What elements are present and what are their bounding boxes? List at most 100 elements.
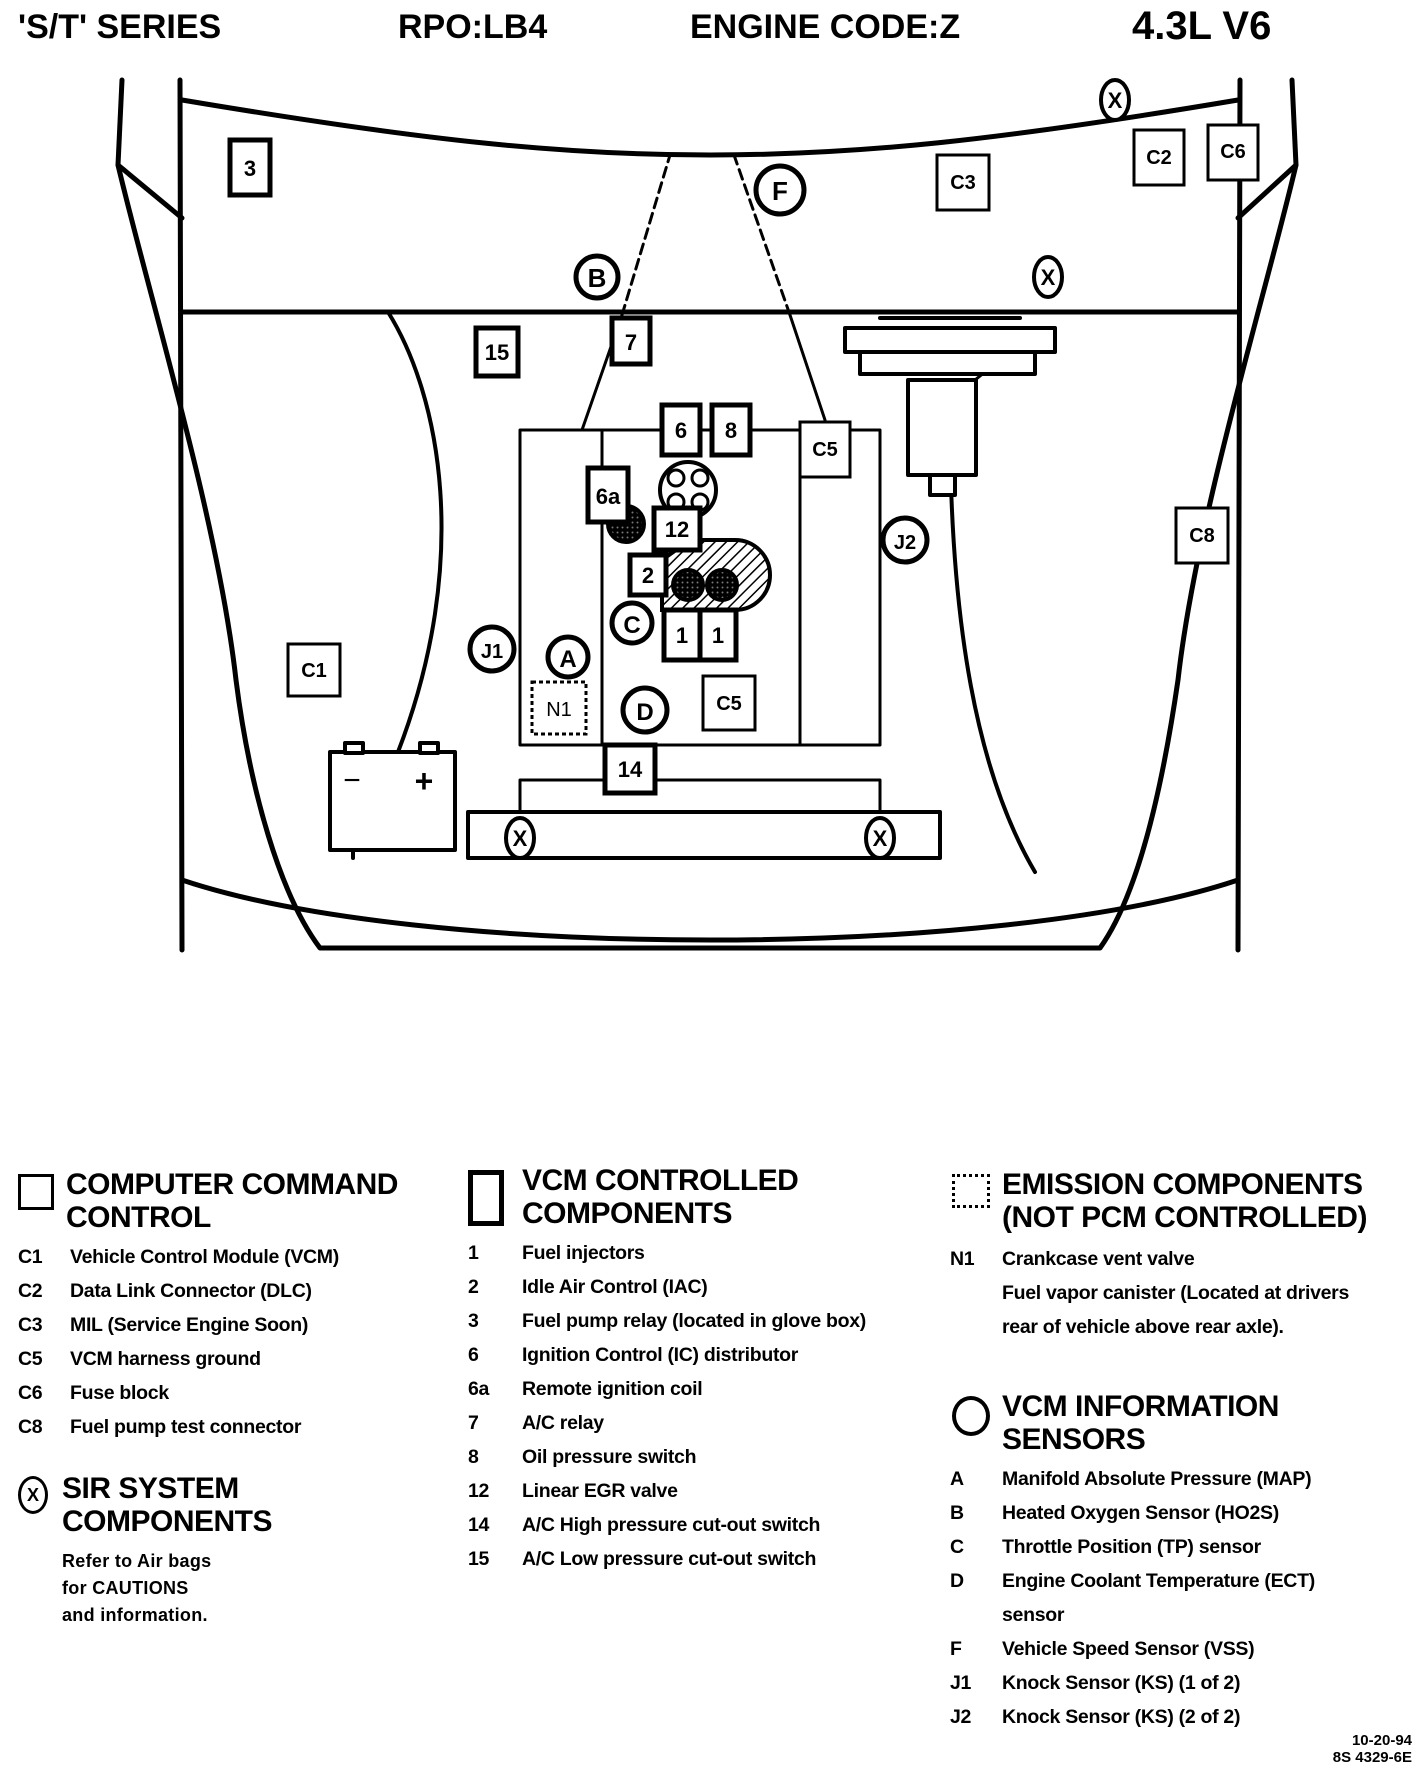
air-cleaner xyxy=(843,316,1057,497)
svg-text:8: 8 xyxy=(725,418,737,443)
left-harness-curve xyxy=(386,310,444,754)
sensor-j1-knock[interactable]: J1 xyxy=(467,624,517,674)
sir-marker-right[interactable]: X xyxy=(1032,255,1064,299)
dlc-c2-box[interactable]: C2 xyxy=(1132,128,1186,187)
svg-text:X: X xyxy=(1108,88,1123,113)
svg-text:C5: C5 xyxy=(716,693,742,715)
svg-text:D: D xyxy=(636,699,653,726)
svg-text:F: F xyxy=(772,176,788,206)
sensor-a-map[interactable]: A xyxy=(545,634,591,680)
linear-egr-valve-box[interactable]: 12 xyxy=(651,505,703,553)
crankcase-vent-n1-box[interactable]: N1 xyxy=(530,680,588,736)
engine-code: ENGINE CODE:Z xyxy=(690,8,961,46)
svg-text:15: 15 xyxy=(485,340,509,365)
sensor-b-ho2s[interactable]: B xyxy=(573,253,621,301)
circle-symbol-icon xyxy=(952,1396,990,1436)
right-harness-curve xyxy=(948,438,1037,874)
ac-relay-box[interactable]: 7 xyxy=(609,315,653,367)
ac-low-pressure-switch-box[interactable]: 15 xyxy=(473,325,521,379)
legend-sir: X SIR SYSTEM COMPONENTS Refer to Air bag… xyxy=(18,1472,358,1629)
list-item: rear of vehicle above rear axle). xyxy=(1002,1315,1284,1338)
mil-c3-box[interactable]: C3 xyxy=(935,153,991,212)
svg-text:B: B xyxy=(588,263,607,293)
document-number: 8S 4329-6E xyxy=(1332,1749,1412,1766)
fuel-injector-box-2[interactable]: 1 xyxy=(697,607,739,663)
vcm-ground-c5-upper-box[interactable]: C5 xyxy=(798,420,852,479)
list-item: sensor xyxy=(1002,1603,1065,1626)
sensor-c-tp[interactable]: C xyxy=(609,600,655,646)
sensor-j2-knock[interactable]: J2 xyxy=(880,515,930,565)
svg-text:N1: N1 xyxy=(546,699,572,721)
legend-sir-title: SIR SYSTEM COMPONENTS xyxy=(62,1472,273,1538)
svg-text:C6: C6 xyxy=(1220,141,1246,163)
fuel-injector-box-1[interactable]: 1 xyxy=(661,607,703,663)
svg-text:1: 1 xyxy=(712,623,724,648)
svg-text:C1: C1 xyxy=(301,660,327,682)
battery-plus: + xyxy=(415,763,434,799)
sir-x-icon: X xyxy=(18,1476,48,1514)
svg-text:1: 1 xyxy=(676,623,688,648)
legend-sir-note: Refer to Air bags for CAUTIONS and infor… xyxy=(62,1551,212,1625)
series-title: 'S/T' SERIES xyxy=(18,8,222,46)
legend-emission: EMISSION COMPONENTS (NOT PCM CONTROLLED)… xyxy=(950,1168,1414,1344)
vcm-ground-c5-lower-box[interactable]: C5 xyxy=(701,674,757,732)
battery-minus: − xyxy=(343,764,361,797)
ic-distributor-box[interactable]: 6 xyxy=(659,402,703,458)
svg-text:6a: 6a xyxy=(596,484,621,509)
svg-text:X: X xyxy=(873,826,888,851)
legend-vcm-title: VCM CONTROLLED COMPONENTS xyxy=(522,1164,799,1230)
vehicle-body-outline xyxy=(115,77,1299,953)
svg-text:J2: J2 xyxy=(894,532,916,554)
sir-marker-top-right[interactable]: X xyxy=(1099,78,1131,122)
legend-emission-title: EMISSION COMPONENTS (NOT PCM CONTROLLED) xyxy=(1002,1168,1367,1234)
sir-marker-lower-right[interactable]: X xyxy=(864,816,896,860)
fuse-block-c6-box[interactable]: C6 xyxy=(1206,123,1260,182)
fuel-pump-test-c8-box[interactable]: C8 xyxy=(1174,506,1230,565)
sir-marker-lower-left[interactable]: X xyxy=(504,816,536,860)
svg-text:2: 2 xyxy=(642,563,654,588)
svg-text:A: A xyxy=(559,646,576,673)
vcm-c1-box[interactable]: C1 xyxy=(286,642,342,698)
svg-text:7: 7 xyxy=(625,330,637,355)
svg-text:X: X xyxy=(1041,265,1056,290)
svg-text:C2: C2 xyxy=(1146,147,1172,169)
oil-pressure-switch-box[interactable]: 8 xyxy=(709,402,753,458)
svg-text:C3: C3 xyxy=(950,172,976,194)
engine-compartment-diagram: − + 3 15 7 6 8 xyxy=(115,77,1299,953)
lower-tray xyxy=(466,810,942,860)
svg-text:6: 6 xyxy=(675,418,687,443)
iac-box[interactable]: 2 xyxy=(627,552,669,598)
svg-text:C8: C8 xyxy=(1189,525,1215,547)
svg-text:3: 3 xyxy=(244,156,256,181)
sensor-f-vss[interactable]: F xyxy=(753,163,807,217)
list-item: Fuel vapor canister (Located at drivers xyxy=(1002,1281,1350,1304)
svg-text:14: 14 xyxy=(618,757,643,782)
remote-ignition-coil-box[interactable]: 6a xyxy=(585,465,631,525)
sensor-d-ect[interactable]: D xyxy=(620,685,670,735)
fuel-pump-relay-box[interactable]: 3 xyxy=(227,137,273,198)
square-symbol-icon xyxy=(18,1174,54,1210)
ac-high-pressure-switch-box[interactable]: 14 xyxy=(602,742,658,796)
